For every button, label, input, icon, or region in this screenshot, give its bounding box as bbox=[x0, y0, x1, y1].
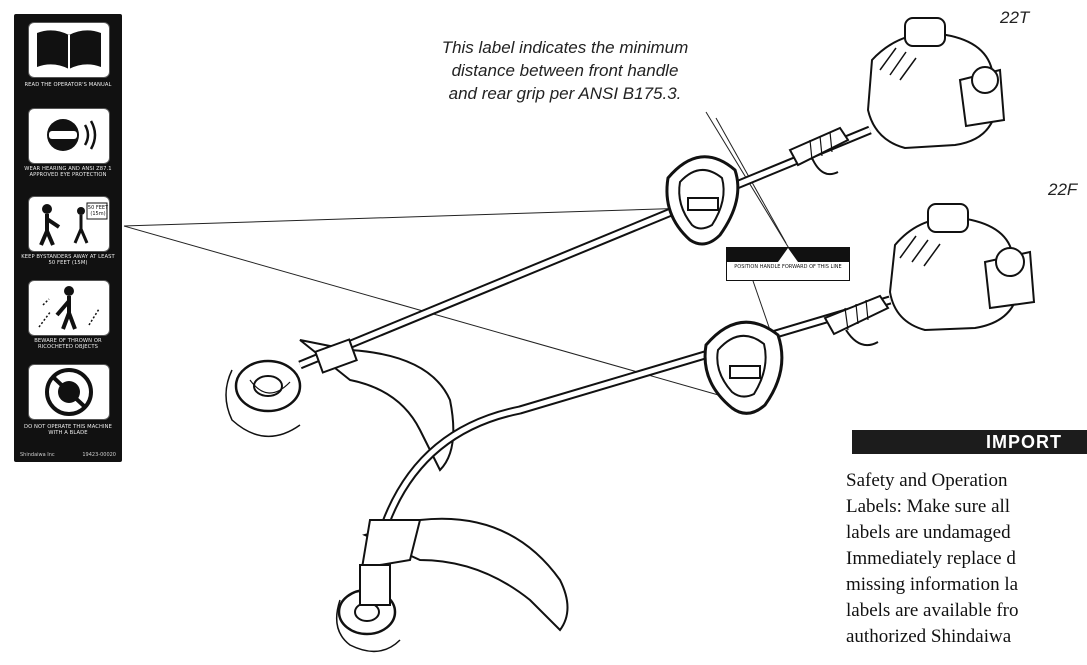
safety-decal: READ THE OPERATOR'S MANUAL WEAR HEARING … bbox=[14, 14, 122, 462]
model-label-22t: 22T bbox=[1000, 8, 1030, 27]
model-label-22f: 22F bbox=[1048, 180, 1078, 199]
decal-panel-no-blade: DO NOT OPERATE THIS MACHINE WITH A BLADE bbox=[18, 362, 118, 444]
note-line: Immediately replace d bbox=[846, 548, 1016, 569]
note-line: authorized Shindaiwa bbox=[846, 626, 1012, 647]
decal-panel-thrown-objects: BEWARE OF THROWN OR RICOCHETED OBJECTS bbox=[18, 278, 118, 358]
bystander-distance-icon: 50 FEET (15m) bbox=[28, 196, 110, 252]
note-line: Safety and Operation bbox=[846, 470, 1008, 491]
decal-caption-protection: WEAR HEARING AND ANSI Z87.1 APPROVED EYE… bbox=[24, 166, 112, 178]
distance-sign-text: 50 FEET (15m) bbox=[87, 205, 109, 217]
trimmer-22f bbox=[335, 203, 1036, 653]
handle-distance-callout: This label indicates the minimum distanc… bbox=[400, 36, 730, 105]
thrown-objects-icon bbox=[28, 280, 110, 336]
decal-panel-protection: WEAR HEARING AND ANSI Z87.1 APPROVED EYE… bbox=[18, 104, 118, 190]
decal-caption-bystanders: KEEP BYSTANDERS AWAY AT LEAST 50 FEET (1… bbox=[21, 254, 115, 266]
leader-line-label-bottom bbox=[751, 277, 771, 331]
decal-footer-part-number: 19423-00020 bbox=[82, 452, 116, 458]
note-line: missing information la bbox=[846, 574, 1019, 595]
hearing-eye-protection-icon bbox=[28, 108, 110, 164]
position-marker-triangle bbox=[778, 248, 798, 262]
important-note-body: Safety and Operation Labels: Make sure a… bbox=[846, 468, 1087, 650]
decal-panel-bystanders: 50 FEET (15m) KEEP BYSTANDERS AWAY AT LE… bbox=[18, 194, 118, 274]
note-line: Labels: Make sure all bbox=[846, 496, 1011, 517]
note-line: labels are undamaged bbox=[846, 522, 1011, 543]
position-label-text: POSITION HANDLE FORWARD OF THIS LINE bbox=[734, 264, 842, 270]
callout-line: distance between front handle bbox=[451, 61, 679, 80]
decal-caption-no-blade: DO NOT OPERATE THIS MACHINE WITH A BLADE bbox=[23, 424, 113, 436]
callout-line: and rear grip per ANSI B175.3. bbox=[448, 84, 682, 103]
no-blade-icon bbox=[28, 364, 110, 420]
decal-caption-thrown-objects: BEWARE OF THROWN OR RICOCHETED OBJECTS bbox=[34, 338, 102, 350]
note-line: labels are available fro bbox=[846, 600, 1019, 621]
handle-position-label: POSITION HANDLE FORWARD OF THIS LINE bbox=[726, 247, 850, 281]
important-heading: IMPORT bbox=[986, 432, 1062, 452]
callout-line: This label indicates the minimum bbox=[441, 38, 689, 57]
decal-caption-manual: READ THE OPERATOR'S MANUAL bbox=[24, 82, 112, 88]
book-icon bbox=[28, 22, 110, 78]
trimmer-22t bbox=[225, 17, 1006, 472]
decal-panel-manual: READ THE OPERATOR'S MANUAL bbox=[18, 18, 118, 100]
leader-line-decal-top bbox=[123, 207, 691, 227]
decal-footer-brand: Shindaiwa Inc bbox=[20, 452, 55, 458]
important-heading-bar: IMPORT bbox=[852, 430, 1087, 454]
